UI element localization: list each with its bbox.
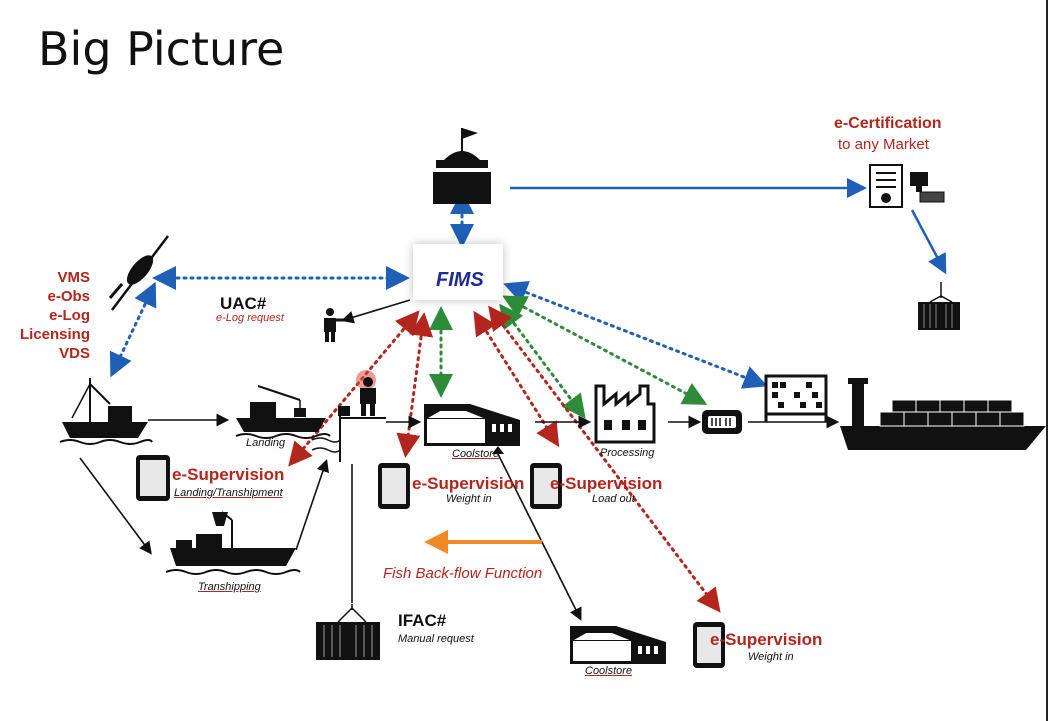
boat-transhipping-arrow: [79, 457, 152, 555]
certification-title: e-Certification: [834, 115, 942, 132]
ifac-title: IFAC#: [398, 611, 447, 630]
tablet-icon: [136, 455, 170, 501]
port-crane-icon: [311, 370, 386, 462]
coolstore-label: Coolstore: [452, 448, 500, 460]
fims-landing-supervision-link: [288, 310, 420, 467]
fims-label: FIMS: [436, 269, 484, 291]
supervision-loadout-subtitle: Load out: [592, 493, 635, 505]
supervision-weightin-title: e-Supervision: [412, 474, 525, 493]
stamp-icon: [910, 172, 945, 203]
supervision-weightin2-title: e-Supervision: [710, 630, 823, 649]
certificate-icon: [869, 164, 903, 208]
uac-title: UAC#: [220, 294, 267, 313]
landing-crane-icon: [235, 385, 331, 439]
vds-label: VDS: [59, 345, 90, 362]
coolstore-coolstore2-arrow: [495, 449, 582, 621]
fims-weightin-supervision-link: [396, 312, 434, 458]
transhipping-port-arrow: [295, 458, 329, 551]
slide-right-border: [1046, 0, 1048, 721]
abacus-icon: [764, 374, 828, 422]
fims-box: [413, 244, 503, 300]
transhipping-vessel-icon: [165, 511, 301, 575]
fims-scanner-link: [502, 295, 708, 405]
container-icon: [316, 604, 380, 660]
backflow-label: Fish Back-flow Function: [383, 565, 543, 582]
factory-icon: [594, 384, 656, 444]
coolstore-icon: [570, 626, 666, 664]
scanner-icon: [702, 410, 742, 434]
supervision-landing-title: e-Supervision: [172, 465, 285, 484]
landing-label: Landing: [246, 437, 286, 449]
certification-subtitle: to any Market: [838, 136, 929, 153]
licensing-label: Licensing: [19, 326, 90, 343]
supervision-loadout-title: e-Supervision: [550, 474, 663, 493]
coolstore-icon: [424, 404, 520, 446]
supervision-landing-subtitle: Landing/Transhipment: [174, 487, 283, 499]
satellite-dish-icon: [108, 235, 169, 311]
vms-label: VMS: [57, 269, 90, 286]
uac-subtitle: e-Log request: [216, 312, 284, 324]
fims-inspector-arrow: [340, 299, 411, 324]
tablet-icon: [378, 463, 410, 509]
satellite-boat-link: [109, 281, 157, 378]
page-title: Big Picture: [38, 22, 285, 76]
inspector-icon: [324, 308, 346, 342]
certificate-to-container-arrow: [910, 209, 947, 275]
tablet-icon: [693, 622, 725, 668]
elog-label: e-Log: [49, 307, 90, 324]
government-building-icon: [433, 128, 491, 204]
supervision-weightin2-subtitle: Weight in: [748, 651, 794, 663]
eobs-label: e-Obs: [47, 288, 90, 305]
transhipping-label: Transhipping: [198, 581, 261, 593]
fims-processing-link: [499, 303, 586, 419]
processing-label: Processing: [600, 447, 655, 459]
supervision-weightin-subtitle: Weight in: [446, 493, 492, 505]
container-icon: [918, 282, 960, 330]
tablet-icon: [530, 463, 562, 509]
container-ship-icon: [840, 378, 1046, 450]
fishing-boat-icon: [59, 378, 153, 445]
coolstore-2-label: Coolstore: [585, 665, 633, 677]
ifac-subtitle: Manual request: [398, 633, 474, 645]
fims-weightin2-supervision-link: [488, 305, 721, 613]
